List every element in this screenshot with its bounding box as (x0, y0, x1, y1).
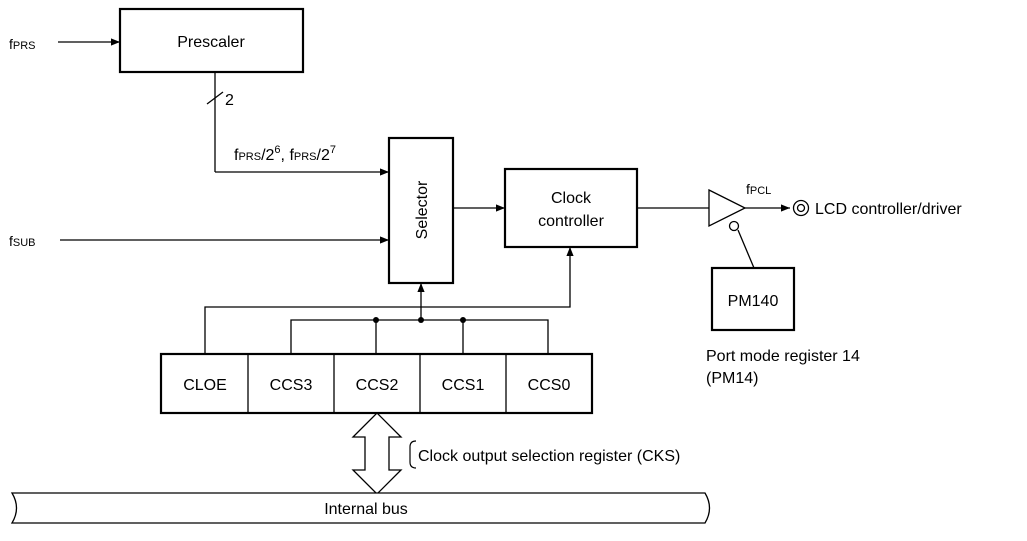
prescaler-outputs-label: fPRS/26, fPRS/27 (234, 144, 336, 164)
selector-label: Selector (414, 180, 431, 239)
bus-width-label: 2 (225, 92, 234, 109)
clock-controller-label-2: controller (538, 213, 604, 230)
output-pin-inner (796, 203, 806, 213)
fsub-input-label: fSUB (9, 233, 36, 249)
clock-controller-block (503, 167, 639, 249)
ccs-select-bus (290, 319, 549, 354)
buffer-enable-bubble (728, 220, 740, 232)
fpcl-label: fPCL (746, 181, 771, 197)
prescaler-block (118, 7, 305, 74)
bus-width-slash (206, 91, 224, 105)
junction-dot-2 (418, 317, 424, 323)
port-mode-register-label-2: (PM14) (706, 370, 758, 387)
bus-double-arrow (351, 412, 403, 495)
output-destination-label: LCD controller/driver (815, 201, 962, 218)
output-buffer (708, 188, 747, 228)
pm140-label: PM140 (728, 293, 779, 310)
cks-register (159, 352, 594, 415)
cks-bit-ccs2: CCS2 (356, 377, 399, 394)
port-mode-register-label-1: Port mode register 14 (706, 348, 860, 365)
cloe-to-controller-line (204, 247, 574, 354)
pm140-enable-line (737, 229, 755, 269)
clock-controller-label-1: Clock (551, 190, 592, 207)
internal-bus (10, 492, 711, 524)
junction-dot-3 (460, 317, 466, 323)
cks-bit-cloe: CLOE (183, 377, 227, 394)
cks-register-label: Clock output selection register (CKS) (418, 448, 680, 465)
internal-bus-label: Internal bus (324, 501, 408, 518)
fprs-input-label: fPRS (9, 36, 36, 52)
pm140-block (710, 266, 796, 332)
cks-bit-ccs3: CCS3 (270, 377, 313, 394)
junction-dot-1 (373, 317, 379, 323)
cks-bit-ccs0: CCS0 (528, 377, 571, 394)
prescaler-label: Prescaler (177, 34, 245, 51)
cks-label-bracket (409, 440, 417, 469)
cks-bit-ccs1: CCS1 (442, 377, 485, 394)
